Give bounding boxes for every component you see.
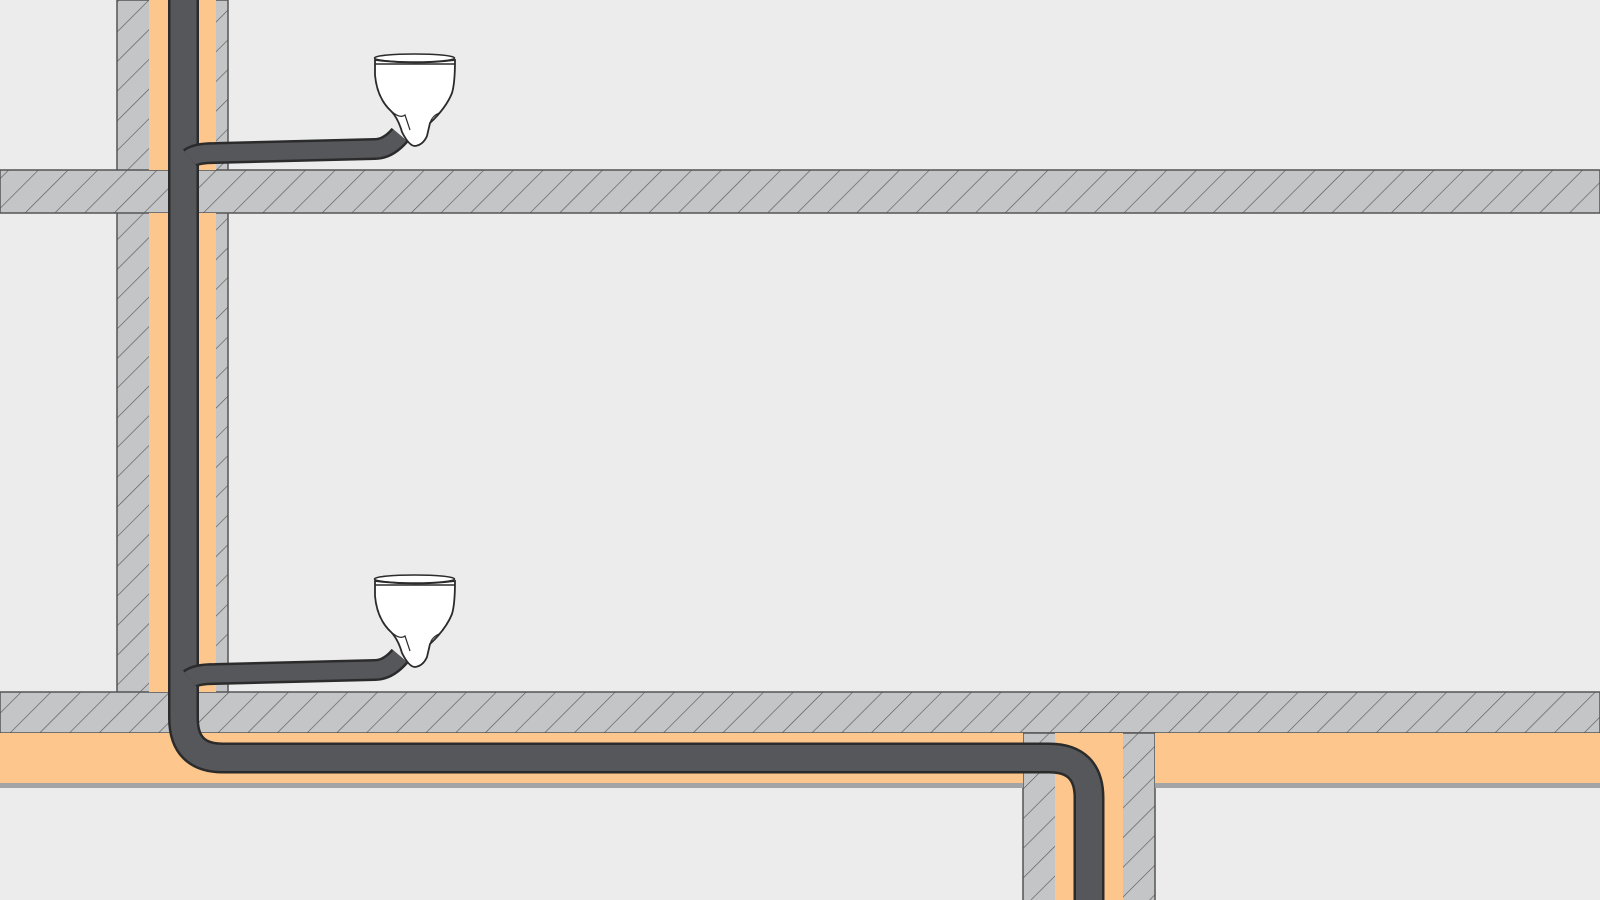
- insulation-ceiling-right: [1155, 733, 1600, 783]
- ceiling-shadow-right: [1155, 783, 1600, 788]
- lower-floor-slab: [0, 691, 1600, 734]
- wall-hung-toilet-icon: [373, 574, 456, 668]
- upper-floor-slab: [0, 169, 1600, 214]
- ceiling-shadow-left: [0, 783, 1023, 788]
- wall-hung-toilet-icon: [373, 53, 456, 147]
- drain-pipe: [170, 0, 1102, 900]
- branch-pipe-upper: [182, 127, 409, 168]
- branch-pipe-lower: [182, 648, 409, 689]
